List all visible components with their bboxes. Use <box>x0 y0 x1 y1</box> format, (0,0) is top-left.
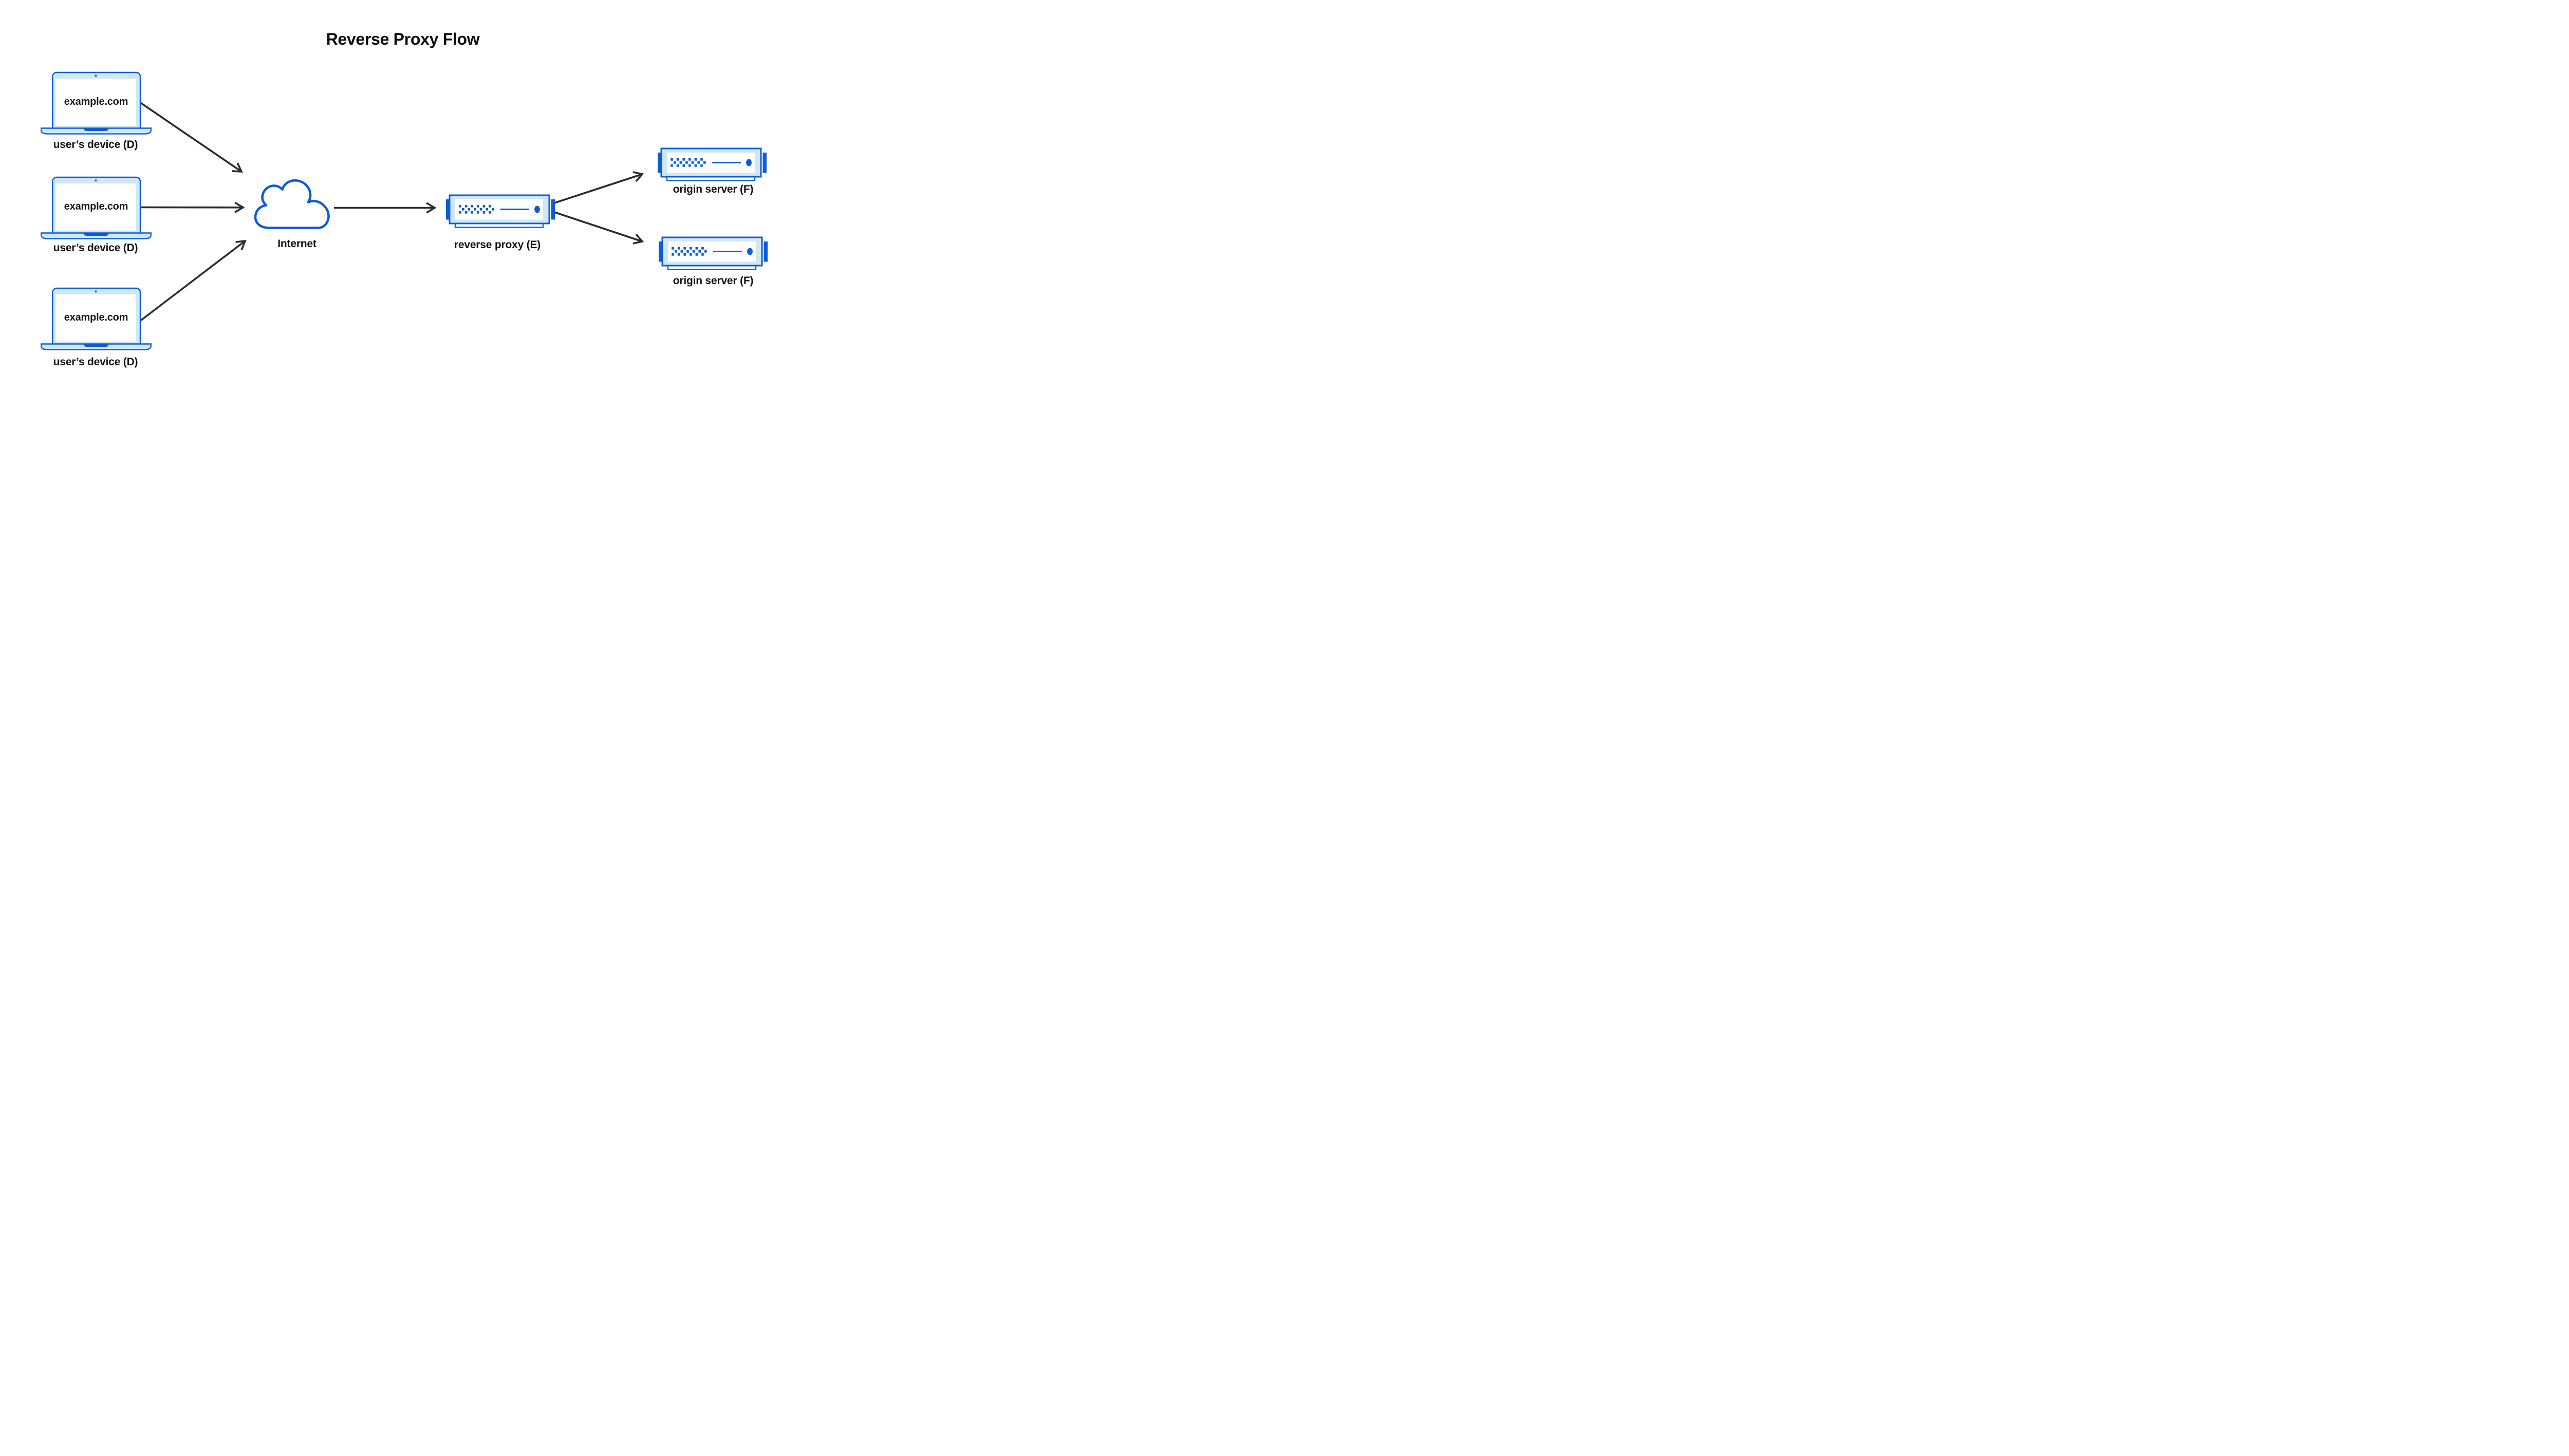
diagram-canvas: Reverse Proxy Flow example.com user’s de… <box>0 0 806 403</box>
laptop-icon <box>41 287 152 350</box>
origin-label: origin server (F) <box>673 275 754 287</box>
laptop-icon <box>41 176 152 239</box>
device-screen-text: example.com <box>64 312 128 323</box>
server-vent-dots <box>459 205 494 214</box>
server-bracket-left <box>658 153 662 173</box>
server-icon <box>446 194 555 228</box>
server-vent-dots <box>672 247 707 256</box>
device-screen-text: example.com <box>64 201 128 212</box>
server-bracket-left <box>446 199 450 220</box>
device-label: user’s device (D) <box>53 356 138 368</box>
device-label: user’s device (D) <box>53 242 138 254</box>
origin-label: origin server (F) <box>673 183 754 195</box>
camera-dot <box>95 290 97 293</box>
server-bracket-right <box>762 153 767 173</box>
server-bracket-right <box>551 199 555 220</box>
device-screen-text: example.com <box>64 96 128 107</box>
arrow-proxy-to-origin1 <box>551 174 642 205</box>
laptop-icon <box>41 71 152 135</box>
server-power-dot <box>746 159 752 166</box>
server-bracket-right <box>764 241 768 262</box>
server-vent-dots <box>671 158 706 167</box>
arrow-device1-to-internet <box>137 100 241 172</box>
arrow-device3-to-internet <box>138 241 245 323</box>
proxy-label: reverse proxy (E) <box>454 239 541 251</box>
arrow-proxy-to-origin2 <box>551 210 642 241</box>
device-label: user’s device (D) <box>53 139 138 151</box>
camera-dot <box>95 74 97 77</box>
cloud-icon <box>254 179 330 229</box>
internet-label: Internet <box>277 238 317 250</box>
server-icon <box>659 236 768 270</box>
camera-dot <box>95 179 97 182</box>
flow-arrows-layer <box>137 100 806 323</box>
server-power-dot <box>534 206 540 213</box>
server-power-dot <box>747 248 753 255</box>
server-icon <box>658 147 767 181</box>
page-title: Reverse Proxy Flow <box>326 30 480 48</box>
server-bracket-left <box>659 241 663 262</box>
